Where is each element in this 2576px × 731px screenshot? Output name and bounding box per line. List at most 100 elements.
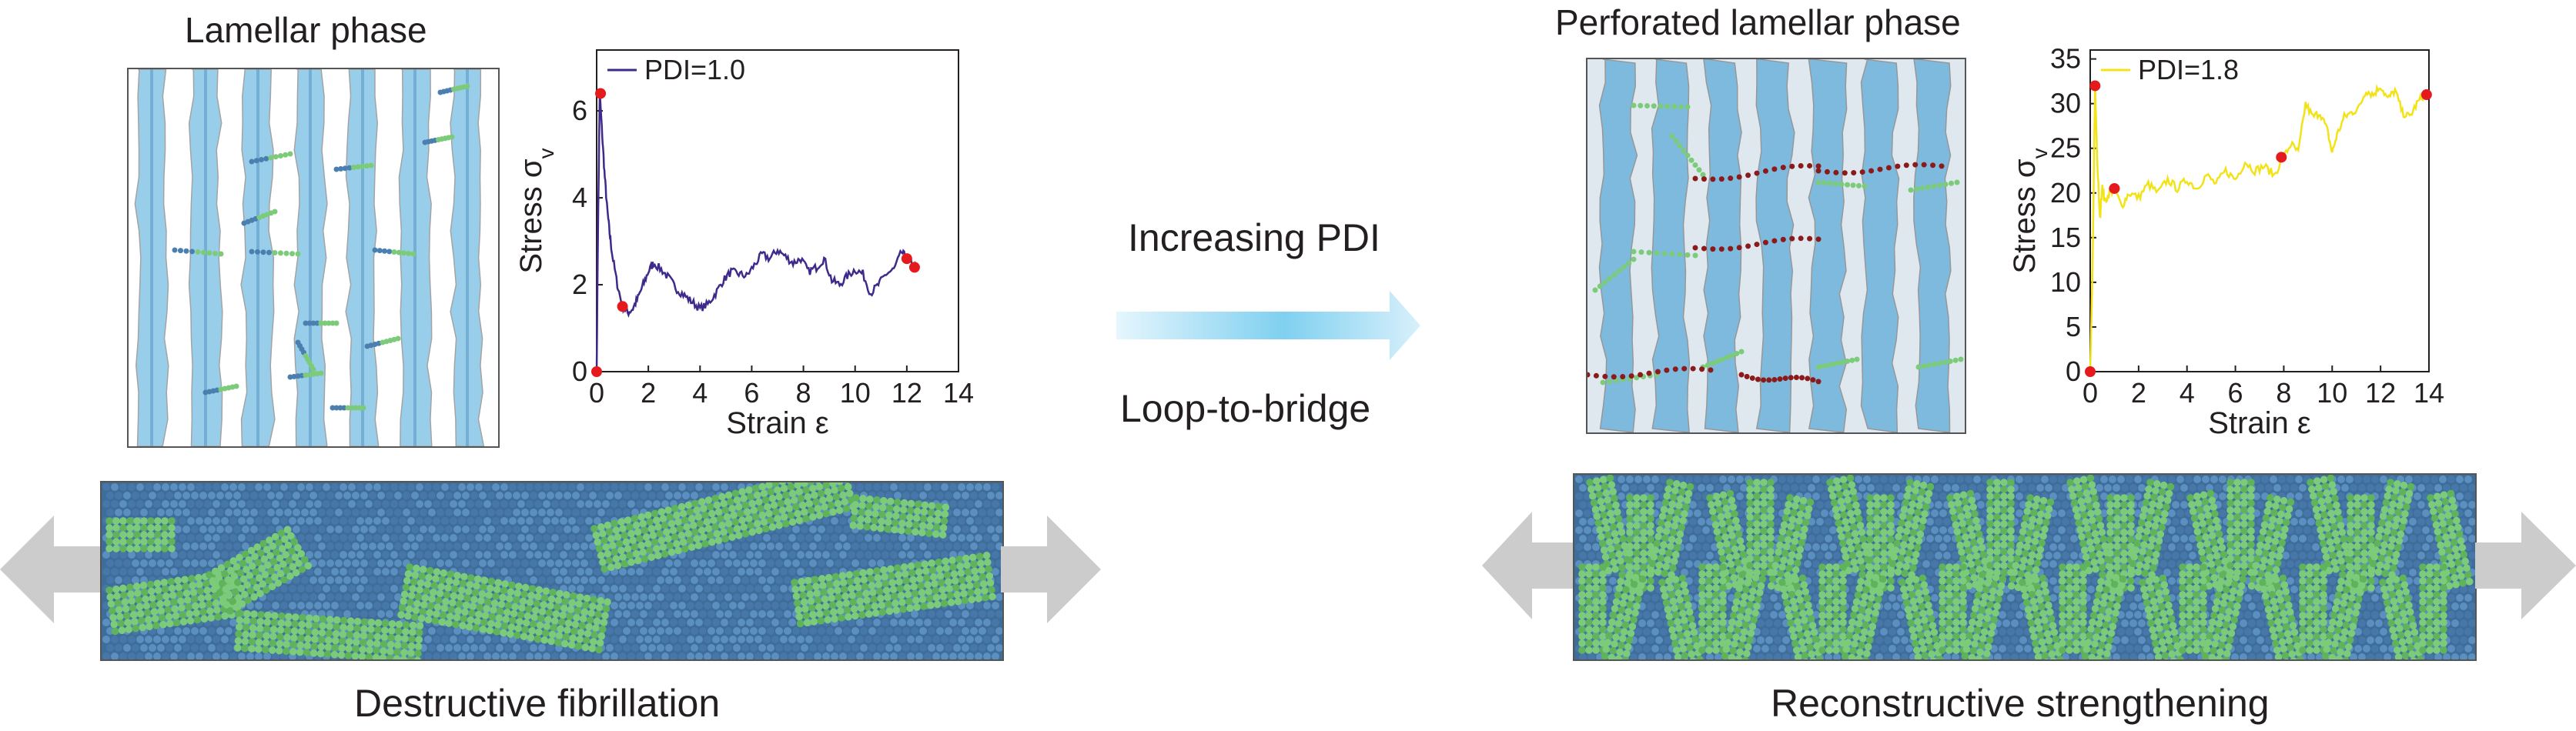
matrix-bead bbox=[738, 636, 745, 643]
matrix-bead bbox=[975, 619, 982, 626]
green-bead bbox=[260, 555, 269, 563]
matrix-bead bbox=[458, 636, 466, 643]
matrix-bead bbox=[462, 509, 470, 516]
y-tick-label: 5 bbox=[2066, 311, 2081, 342]
green-bead bbox=[216, 589, 224, 597]
matrix-bead bbox=[483, 534, 491, 542]
matrix-bead bbox=[335, 593, 343, 601]
matrix-bead bbox=[2180, 535, 2188, 542]
green-bead bbox=[140, 517, 148, 525]
matrix-bead bbox=[2337, 476, 2345, 483]
green-bead bbox=[478, 590, 487, 598]
matrix-bead bbox=[2380, 476, 2387, 483]
matrix-bead bbox=[611, 602, 618, 609]
matrix-bead bbox=[640, 627, 647, 635]
green-bead bbox=[844, 482, 852, 491]
green-bead bbox=[856, 597, 865, 606]
matrix-bead bbox=[470, 526, 478, 533]
green-bead bbox=[846, 489, 854, 498]
green-bead bbox=[304, 635, 312, 643]
matrix-bead bbox=[326, 610, 334, 618]
green-bead bbox=[674, 518, 682, 526]
matrix-bead bbox=[644, 585, 652, 592]
matrix-bead bbox=[2282, 552, 2290, 559]
green-bead bbox=[502, 615, 510, 623]
matrix-bead bbox=[687, 636, 694, 643]
green-bead bbox=[252, 568, 260, 576]
green-bead bbox=[476, 603, 484, 612]
matrix-bead bbox=[297, 534, 305, 542]
green-bead bbox=[166, 619, 174, 628]
matrix-bead bbox=[441, 517, 449, 525]
green-bead bbox=[748, 499, 757, 508]
matrix-bead bbox=[238, 653, 246, 659]
green-bead bbox=[775, 492, 783, 501]
green-bead bbox=[767, 488, 775, 496]
green-bead bbox=[442, 598, 450, 606]
green-bead bbox=[664, 535, 672, 542]
green-bead bbox=[600, 619, 608, 626]
matrix-bead bbox=[331, 483, 339, 491]
matrix-bead bbox=[242, 526, 249, 533]
matrix-bead bbox=[826, 644, 834, 652]
matrix-bead bbox=[805, 636, 813, 643]
matrix-bead bbox=[509, 500, 517, 508]
matrix-bead bbox=[1931, 476, 1939, 483]
matrix-bead bbox=[204, 653, 212, 659]
green-bead bbox=[255, 574, 263, 582]
matrix-bead bbox=[394, 509, 402, 516]
matrix-bead bbox=[738, 619, 745, 626]
matrix-bead bbox=[771, 568, 779, 576]
green-bead bbox=[380, 647, 387, 655]
matrix-bead bbox=[2096, 484, 2103, 492]
bridge-bead bbox=[1593, 372, 1599, 379]
green-bead bbox=[123, 612, 131, 619]
green-bead bbox=[609, 542, 617, 549]
green-bead bbox=[267, 567, 276, 575]
matrix-bead bbox=[106, 559, 114, 567]
bridge-bead bbox=[1810, 377, 1816, 383]
matrix-bead bbox=[983, 636, 991, 643]
matrix-bead bbox=[2354, 476, 2362, 483]
chain-bead bbox=[386, 249, 393, 255]
matrix-bead bbox=[1596, 552, 1604, 559]
green-bead bbox=[576, 593, 584, 601]
matrix-bead bbox=[2019, 501, 2027, 509]
green-bead bbox=[158, 613, 166, 622]
increasing-pdi-arrow-icon bbox=[1116, 291, 1420, 360]
matrix-bead bbox=[653, 500, 661, 508]
green-bead bbox=[634, 528, 642, 536]
green-bead bbox=[602, 543, 611, 551]
matrix-bead bbox=[331, 585, 339, 592]
green-bead bbox=[161, 586, 169, 593]
matrix-bead bbox=[521, 526, 529, 533]
matrix-bead bbox=[746, 619, 754, 626]
matrix-bead bbox=[2100, 509, 2108, 517]
left-fibrillation-snapshot bbox=[100, 481, 1004, 661]
green-bead bbox=[601, 565, 608, 573]
matrix-bead bbox=[517, 500, 525, 508]
x-tick-label: 0 bbox=[2083, 377, 2098, 409]
green-bead bbox=[938, 579, 945, 587]
matrix-bead bbox=[882, 534, 889, 542]
green-bead bbox=[534, 635, 542, 643]
green-bead bbox=[621, 560, 629, 568]
matrix-bead bbox=[475, 483, 483, 491]
matrix-bead bbox=[428, 644, 436, 652]
green-domain bbox=[590, 482, 857, 573]
matrix-bead bbox=[390, 551, 398, 559]
matrix-bead bbox=[775, 627, 783, 635]
bridge-bead bbox=[1620, 374, 1626, 380]
matrix-bead bbox=[585, 568, 593, 576]
matrix-bead bbox=[975, 636, 982, 643]
green-bead bbox=[578, 622, 586, 629]
matrix-bead bbox=[924, 619, 932, 626]
matrix-bead bbox=[995, 644, 1002, 652]
matrix-bead bbox=[1685, 543, 1693, 551]
matrix-bead bbox=[365, 483, 373, 491]
green-bead bbox=[674, 546, 682, 555]
matrix-bead bbox=[229, 551, 237, 559]
matrix-bead bbox=[780, 619, 788, 626]
matrix-bead bbox=[136, 500, 144, 508]
matrix-bead bbox=[919, 492, 927, 499]
